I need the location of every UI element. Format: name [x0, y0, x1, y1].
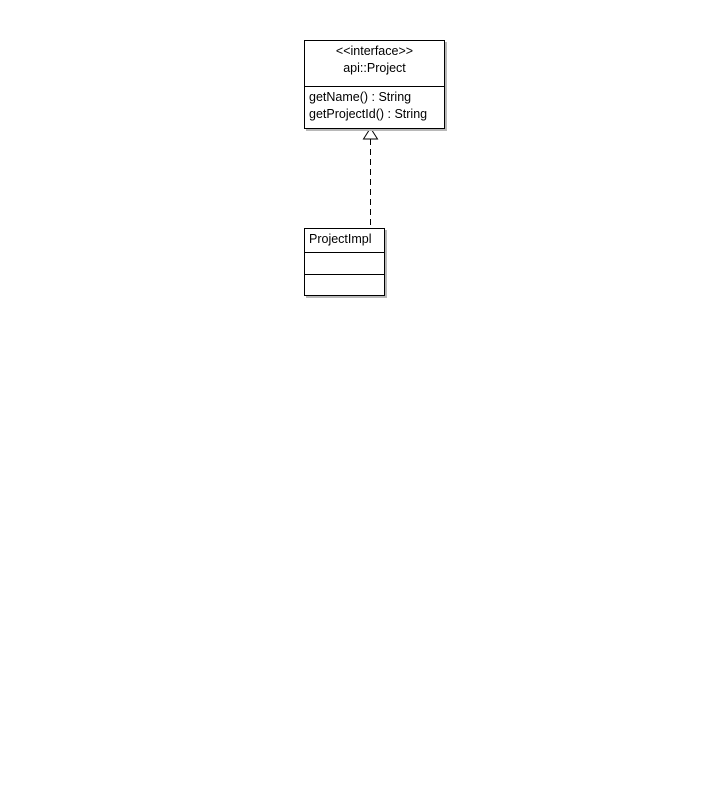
class-header: ProjectImpl [305, 229, 384, 252]
class-name: ProjectImpl [309, 232, 372, 246]
interface-api-project[interactable]: <<interface>> api::Project getName() : S… [304, 40, 445, 129]
class-attributes [305, 252, 384, 274]
class-operations [305, 274, 384, 295]
interface-operations: getName() : String getProjectId() : Stri… [305, 86, 444, 123]
interface-header: <<interface>> api::Project [305, 41, 444, 86]
class-project-impl[interactable]: ProjectImpl [304, 228, 385, 296]
interface-name: api::Project [343, 61, 406, 75]
interface-stereotype: <<interface>> [335, 44, 414, 58]
realization-hollow-arrowhead [362, 127, 379, 140]
operation-get-project-id: getProjectId() : String [309, 107, 428, 121]
operation-get-name: getName() : String [309, 90, 412, 104]
